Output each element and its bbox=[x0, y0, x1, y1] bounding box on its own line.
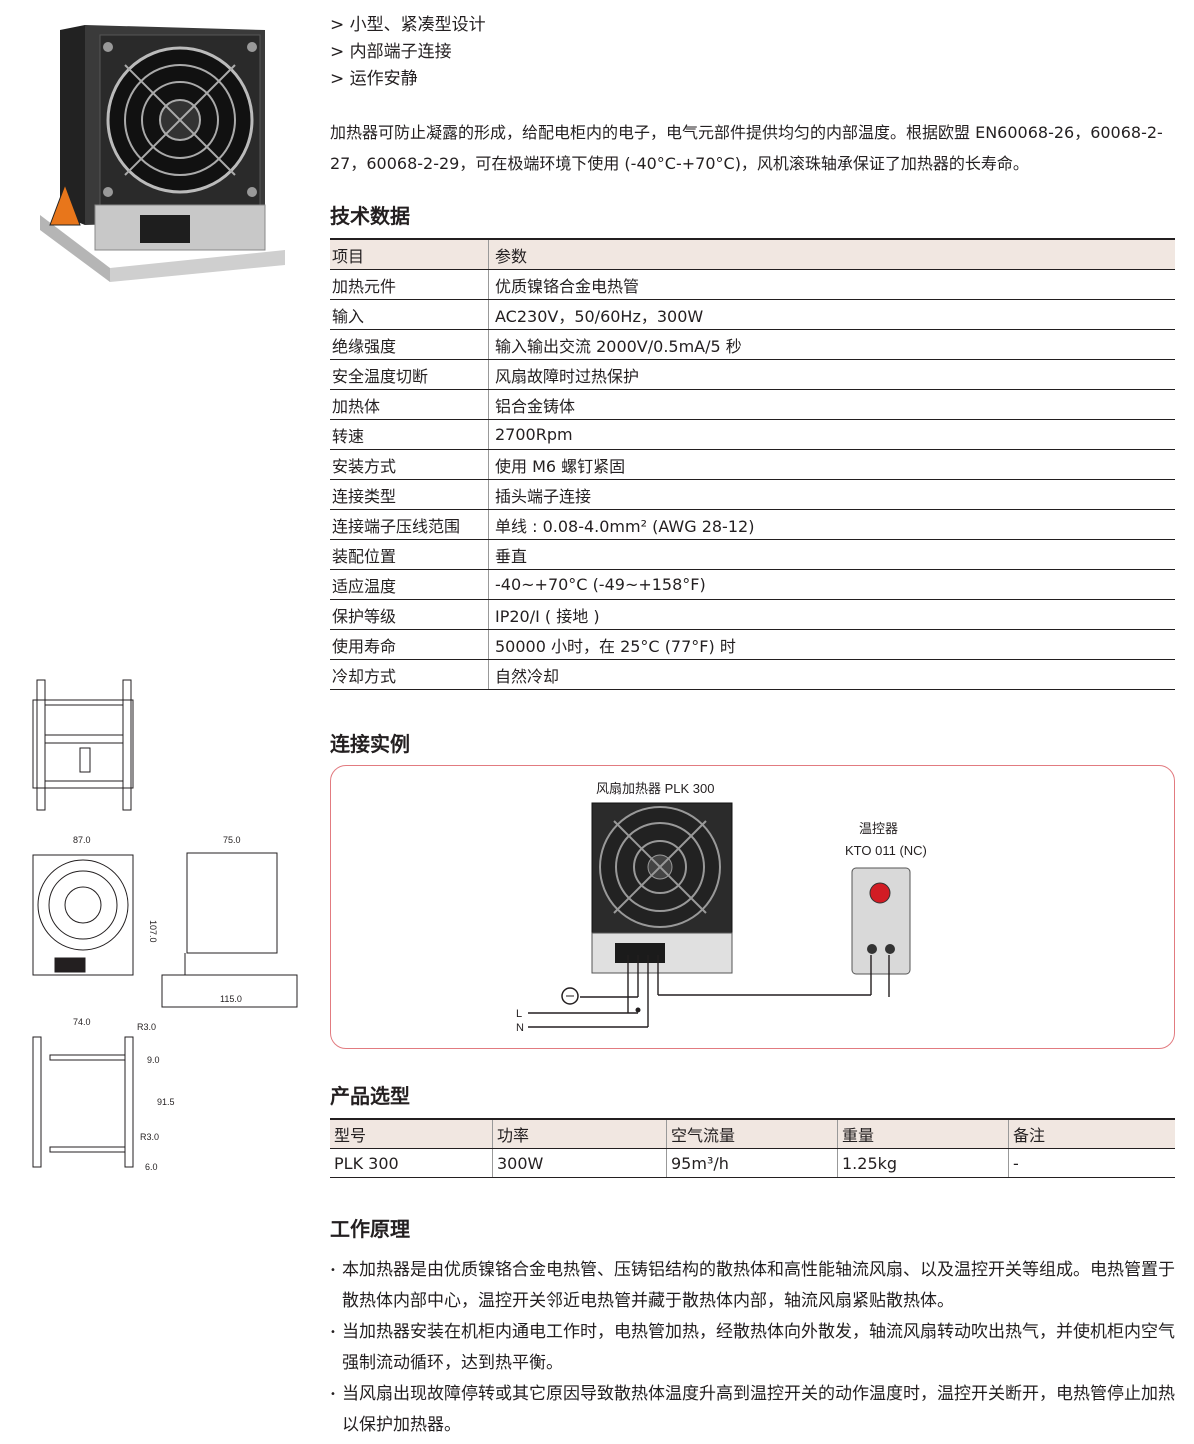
table-cell: 铝合金铸体 bbox=[488, 389, 1175, 420]
table-cell: 使用 M6 螺钉紧固 bbox=[488, 449, 1175, 480]
dim-height: 107.0 bbox=[148, 920, 158, 943]
side-view-drawing bbox=[161, 852, 298, 1008]
table-header-cell: 备注 bbox=[1008, 1118, 1175, 1149]
line-n-label: N bbox=[516, 1022, 524, 1034]
dimension-drawings: 87.0 107.0 75.0 115.0 74.0 R3.0 R3.0 9.0… bbox=[32, 679, 298, 1172]
table-cell: - bbox=[1008, 1148, 1175, 1178]
table-row: 适应温度-40~+70°C (-49~+158°F) bbox=[330, 569, 1175, 600]
table-header-row: 型号 功率 空气流量 重量 备注 bbox=[330, 1118, 1175, 1149]
table-cell: 垂直 bbox=[488, 539, 1175, 570]
table-row: 安装方式使用 M6 螺钉紧固 bbox=[330, 449, 1175, 480]
dim-width: 87.0 bbox=[73, 835, 91, 845]
table-cell: 保护等级 bbox=[330, 599, 489, 630]
dim-hole-spacing: 91.5 bbox=[157, 1097, 175, 1107]
table-cell: 安装方式 bbox=[330, 449, 489, 480]
table-cell: AC230V，50/60Hz，300W bbox=[488, 299, 1175, 330]
table-cell: -40~+70°C (-49~+158°F) bbox=[488, 569, 1175, 600]
principle-title: 工作原理 bbox=[330, 1217, 410, 1241]
connection-title: 连接实例 bbox=[330, 732, 410, 756]
dim-radius-top: R3.0 bbox=[137, 1022, 156, 1032]
table-cell: 转速 bbox=[330, 419, 489, 450]
table-row: 冷却方式自然冷却 bbox=[330, 659, 1175, 690]
table-cell: 95m³/h bbox=[666, 1148, 838, 1178]
principle-item: 本加热器是由优质镍铬合金电热管、压铸铝结构的散热体和高性能轴流风扇、以及温控开关… bbox=[330, 1255, 1175, 1317]
heater-label: 风扇加热器 PLK 300 bbox=[596, 781, 715, 796]
principle-list: 本加热器是由优质镍铬合金电热管、压铸铝结构的散热体和高性能轴流风扇、以及温控开关… bbox=[330, 1255, 1175, 1441]
feature-list: > 小型、紧凑型设计 > 内部端子连接 > 运作安静 bbox=[330, 12, 486, 93]
table-row: PLK 300 300W 95m³/h 1.25kg - bbox=[330, 1148, 1175, 1178]
heater-unit-icon bbox=[591, 802, 733, 974]
feature-item: > 小型、紧凑型设计 bbox=[330, 15, 486, 35]
table-cell: 安全温度切断 bbox=[330, 359, 489, 390]
table-row: 加热体铝合金铸体 bbox=[330, 389, 1175, 420]
table-cell: PLK 300 bbox=[330, 1148, 493, 1178]
principle-item: 当风扇出现故障停转或其它原因导致散热体温度升高到温控开关的动作温度时，温控开关断… bbox=[330, 1379, 1175, 1441]
table-cell: 插头端子连接 bbox=[488, 479, 1175, 510]
dim-depth: 75.0 bbox=[223, 835, 241, 845]
dim-offset-top: 9.0 bbox=[147, 1055, 160, 1065]
dim-mount-width: 74.0 bbox=[73, 1017, 91, 1027]
thermostat-model-label: KTO 011 (NC) bbox=[845, 843, 927, 858]
table-row: 连接端子压线范围单线 : 0.08-4.0mm² (AWG 28-12) bbox=[330, 509, 1175, 540]
product-photo bbox=[40, 25, 285, 282]
table-cell: 适应温度 bbox=[330, 569, 489, 600]
thermostat-label: 温控器 bbox=[859, 821, 898, 836]
table-header-cell: 空气流量 bbox=[666, 1118, 838, 1149]
table-header-cell: 参数 bbox=[488, 238, 1175, 270]
top-view-drawing bbox=[32, 679, 134, 811]
selection-title: 产品选型 bbox=[330, 1084, 410, 1108]
dim-base-width: 115.0 bbox=[220, 994, 242, 1004]
selection-table: 型号 功率 空气流量 重量 备注 PLK 300 300W 95m³/h 1.2… bbox=[330, 1118, 1175, 1178]
table-header-cell: 型号 bbox=[330, 1118, 493, 1149]
table-cell: 加热元件 bbox=[330, 269, 489, 300]
table-row: 装配位置垂直 bbox=[330, 539, 1175, 570]
tech-data-title: 技术数据 bbox=[330, 204, 410, 228]
wiring-diagram: 风扇加热器 PLK 300 温控器 KTO 011 (NC) L N bbox=[516, 781, 927, 1034]
table-cell: 2700Rpm bbox=[488, 419, 1175, 450]
table-cell: 风扇故障时过热保护 bbox=[488, 359, 1175, 390]
table-cell: 300W bbox=[492, 1148, 667, 1178]
table-cell: 使用寿命 bbox=[330, 629, 489, 660]
dim-radius-bottom: R3.0 bbox=[140, 1132, 159, 1142]
table-cell: 输入 bbox=[330, 299, 489, 330]
feature-item: > 运作安静 bbox=[330, 69, 418, 89]
dim-offset-bottom: 6.0 bbox=[145, 1162, 158, 1172]
table-cell: 加热体 bbox=[330, 389, 489, 420]
table-header-row: 项目 参数 bbox=[330, 238, 1175, 270]
table-row: 绝缘强度输入输出交流 2000V/0.5mA/5 秒 bbox=[330, 329, 1175, 360]
table-cell: 装配位置 bbox=[330, 539, 489, 570]
principle-item: 当加热器安装在机柜内通电工作时，电热管加热，经散热体向外散发，轴流风扇转动吹出热… bbox=[330, 1317, 1175, 1379]
table-cell: 冷却方式 bbox=[330, 659, 489, 690]
table-cell: 绝缘强度 bbox=[330, 329, 489, 360]
table-cell: 输入输出交流 2000V/0.5mA/5 秒 bbox=[488, 329, 1175, 360]
table-row: 安全温度切断风扇故障时过热保护 bbox=[330, 359, 1175, 390]
table-cell: IP20/I ( 接地 ) bbox=[488, 599, 1175, 630]
table-cell: 50000 小时，在 25°C (77°F) 时 bbox=[488, 629, 1175, 660]
table-header-cell: 重量 bbox=[837, 1118, 1009, 1149]
mounting-view-drawing bbox=[32, 1036, 134, 1168]
table-cell: 优质镍铬合金电热管 bbox=[488, 269, 1175, 300]
table-cell: 连接类型 bbox=[330, 479, 489, 510]
table-cell: 自然冷却 bbox=[488, 659, 1175, 690]
table-header-cell: 项目 bbox=[330, 238, 489, 270]
line-l-label: L bbox=[516, 1008, 522, 1020]
ground-icon bbox=[561, 987, 579, 1005]
table-cell: 单线 : 0.08-4.0mm² (AWG 28-12) bbox=[488, 509, 1175, 540]
connection-diagram-box bbox=[330, 765, 1175, 1049]
thermostat-icon bbox=[851, 867, 911, 975]
table-row: 连接类型插头端子连接 bbox=[330, 479, 1175, 510]
intro-paragraph: 加热器可防止凝露的形成，给配电柜内的电子，电气元部件提供均匀的内部温度。根据欧盟… bbox=[330, 123, 1163, 173]
feature-item: > 内部端子连接 bbox=[330, 42, 452, 62]
table-cell: 1.25kg bbox=[837, 1148, 1009, 1178]
table-row: 加热元件优质镍铬合金电热管 bbox=[330, 269, 1175, 300]
table-header-cell: 功率 bbox=[492, 1118, 667, 1149]
front-view-drawing bbox=[32, 854, 134, 976]
table-cell: 连接端子压线范围 bbox=[330, 509, 489, 540]
